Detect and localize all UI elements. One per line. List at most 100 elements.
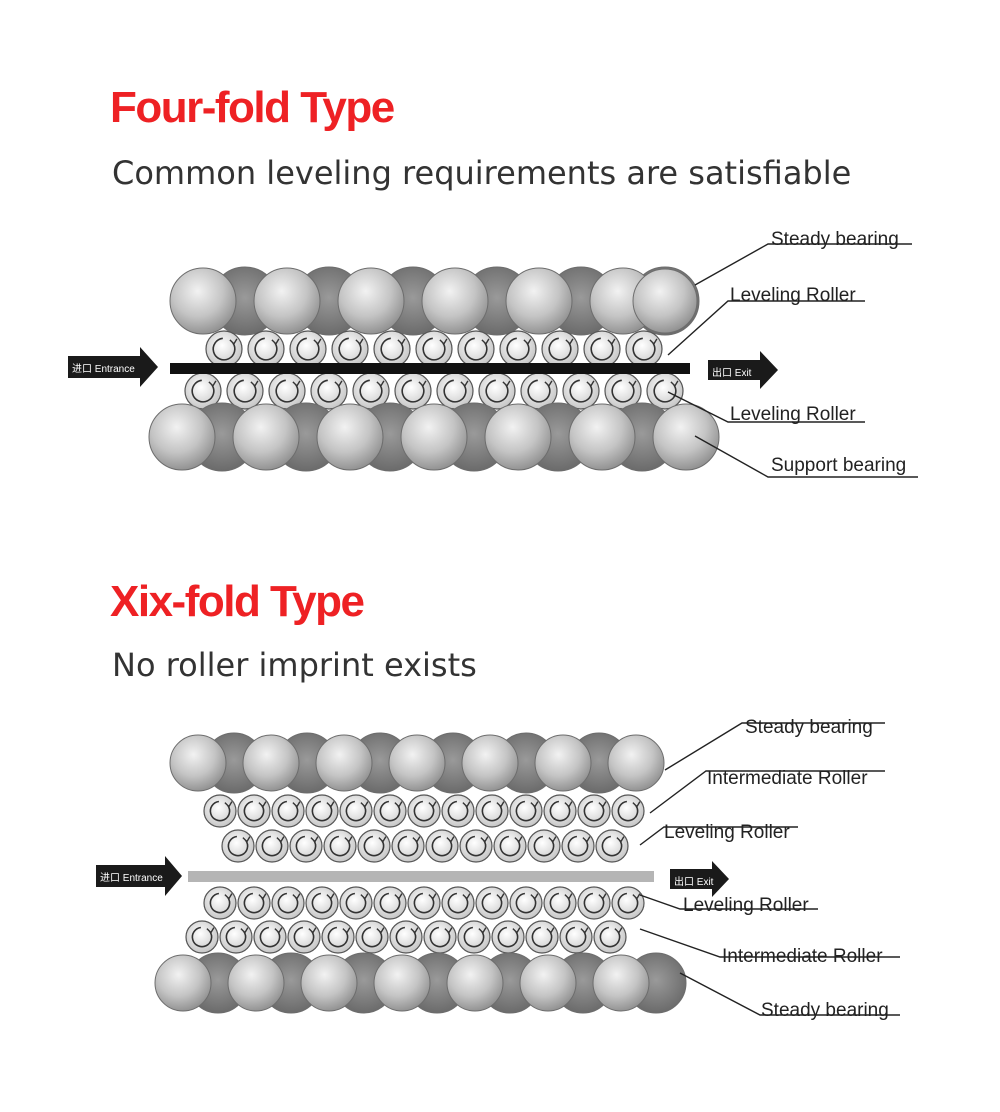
intermediate-roller: [593, 920, 627, 954]
steady-bearing-roller: [519, 954, 577, 1012]
leveling-roller: [289, 829, 323, 863]
callout-intermediate-roller-bottom: Intermediate Roller: [722, 946, 883, 967]
exit-label: 出口 Exit: [674, 877, 714, 888]
upper-intermediate-rollers: [203, 794, 645, 828]
upper-leveling-rollers: [205, 330, 663, 368]
leveling-roller: [310, 372, 348, 410]
leveling-roller: [373, 330, 411, 368]
leveling-roller: [595, 829, 629, 863]
intermediate-roller: [577, 794, 611, 828]
leveling-roller: [459, 829, 493, 863]
leveling-roller: [184, 372, 222, 410]
callout-steady-bearing-top: Steady bearing: [745, 717, 873, 738]
callout-leaders: [639, 722, 900, 1016]
support-bearing-roller: [568, 403, 636, 471]
section-subtitle: No roller imprint exists: [112, 646, 477, 684]
six-fold-section: Xix-fold Type No roller imprint exists: [0, 540, 1000, 1112]
section-subtitle: Common leveling requirements are satisfi…: [112, 154, 852, 192]
intermediate-roller: [219, 920, 253, 954]
intermediate-roller: [407, 794, 441, 828]
leveling-roller: [203, 886, 237, 920]
callout-intermediate-roller-top: Intermediate Roller: [707, 768, 868, 789]
leveling-roller: [441, 886, 475, 920]
steady-bearing-roller: [253, 267, 321, 335]
intermediate-roller: [253, 920, 287, 954]
leveling-roller: [339, 886, 373, 920]
leveling-roller: [499, 330, 537, 368]
leveling-roller: [425, 829, 459, 863]
leveling-roller: [478, 372, 516, 410]
intermediate-roller: [287, 920, 321, 954]
steady-bearing-roller: [421, 267, 489, 335]
intermediate-roller: [389, 920, 423, 954]
leveling-roller: [237, 886, 271, 920]
leveling-roller: [357, 829, 391, 863]
steady-bearing-roller: [534, 734, 592, 792]
leveling-roller: [577, 886, 611, 920]
steady-bearing-roller: [300, 954, 358, 1012]
steady-bearing-roller: [169, 734, 227, 792]
intermediate-roller: [339, 794, 373, 828]
support-bearing-roller: [484, 403, 552, 471]
steady-bearing-roller: [632, 268, 698, 334]
leveling-roller: [331, 330, 369, 368]
intermediate-roller: [373, 794, 407, 828]
intermediate-roller: [457, 920, 491, 954]
intermediate-roller: [271, 794, 305, 828]
leveling-roller: [493, 829, 527, 863]
entrance-arrow: [96, 856, 182, 896]
six-fold-roller-diagram: [96, 722, 900, 1016]
lower-leveling-rollers: [184, 372, 684, 410]
intermediate-roller: [559, 920, 593, 954]
intermediate-roller: [475, 794, 509, 828]
upper-leveling-rollers: [221, 829, 629, 863]
workpiece-strip: [188, 871, 654, 882]
callout-leveling-roller-upper: Leveling Roller: [664, 822, 790, 843]
intermediate-roller: [423, 920, 457, 954]
four-fold-diagram: 进口 Entrance 出口 Exit Steady bearing Level…: [0, 215, 1000, 555]
leveling-roller: [475, 886, 509, 920]
leveling-roller: [509, 886, 543, 920]
leveling-roller: [271, 886, 305, 920]
intermediate-roller: [237, 794, 271, 828]
steady-bearing-roller: [227, 954, 285, 1012]
intermediate-roller: [611, 794, 645, 828]
intermediate-roller: [203, 794, 237, 828]
six-fold-diagram: 进口 Entrance 出口 Exit Steady bearing Inter…: [0, 705, 1000, 1045]
exit-arrow: [708, 351, 778, 389]
support-bearing-roller: [400, 403, 468, 471]
leveling-roller: [562, 372, 600, 410]
steady-bearing-bottom-rollers: [154, 954, 650, 1012]
steady-bearing-roller: [242, 734, 300, 792]
callout-steady-bearing-bottom: Steady bearing: [761, 1000, 889, 1021]
leveling-roller: [289, 330, 327, 368]
four-fold-section: Four-fold Type Common leveling requireme…: [0, 0, 1000, 540]
steady-bearing-roller: [315, 734, 373, 792]
callout-steady-bearing: Steady bearing: [771, 229, 899, 250]
callout-leveling-roller-lower: Leveling Roller: [730, 404, 856, 425]
leveling-roller: [226, 372, 264, 410]
support-bearing-roller: [316, 403, 384, 471]
leveling-roller: [543, 886, 577, 920]
support-bearing-roller: [148, 403, 216, 471]
callout-leveling-roller-lower: Leveling Roller: [683, 895, 809, 916]
leveling-roller: [305, 886, 339, 920]
intermediate-roller: [543, 794, 577, 828]
support-bearing-roller: [652, 403, 720, 471]
leveling-roller: [625, 330, 663, 368]
workpiece-strip: [170, 363, 690, 374]
leveling-roller: [221, 829, 255, 863]
section-title: Xix-fold Type: [110, 577, 365, 626]
support-bearing-roller: [232, 403, 300, 471]
leveling-roller: [373, 886, 407, 920]
intermediate-roller: [321, 920, 355, 954]
leveling-roller: [391, 829, 425, 863]
steady-bearing-roller: [461, 734, 519, 792]
leveling-roller: [323, 829, 357, 863]
leveling-roller: [583, 330, 621, 368]
exit-arrow: [670, 861, 729, 897]
steady-bearing-roller: [505, 267, 573, 335]
entrance-label: 进口 Entrance: [100, 873, 163, 884]
steady-bearing-roller: [154, 954, 212, 1012]
leveling-roller: [415, 330, 453, 368]
